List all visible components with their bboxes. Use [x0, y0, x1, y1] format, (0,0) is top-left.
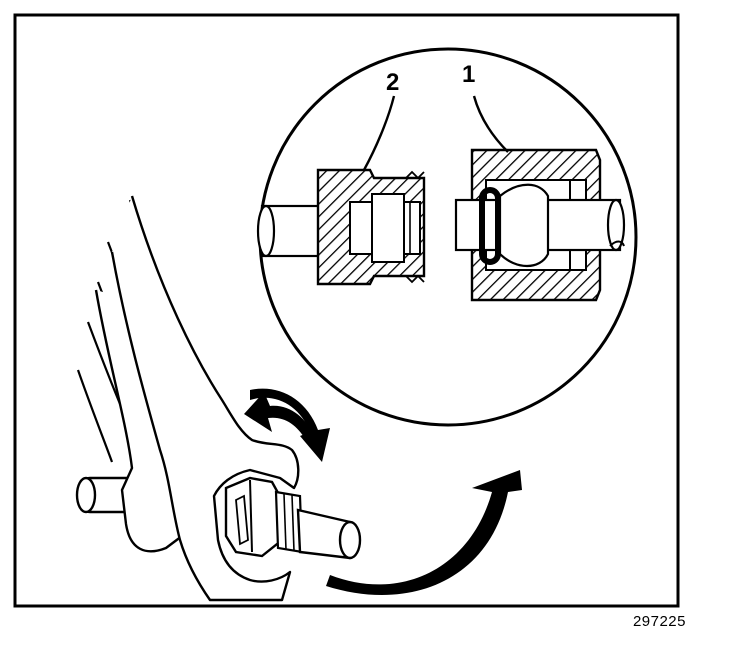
- leader-line-1: [472, 95, 509, 153]
- callout-2: 2: [386, 69, 399, 96]
- leader-line-2: [362, 95, 396, 171]
- right-pipe: [296, 508, 362, 560]
- detail-view: 2 1: [256, 47, 638, 427]
- callout-1: 1: [462, 61, 475, 88]
- o-ring: [479, 187, 501, 265]
- turning-wrench: [110, 195, 300, 602]
- front-hex-nut: [224, 476, 284, 558]
- male-fitting: [316, 168, 426, 286]
- detail-arrow-icon: [326, 470, 522, 596]
- figure-number: 297225: [632, 613, 686, 630]
- rotation-arrow-icon: [244, 388, 330, 462]
